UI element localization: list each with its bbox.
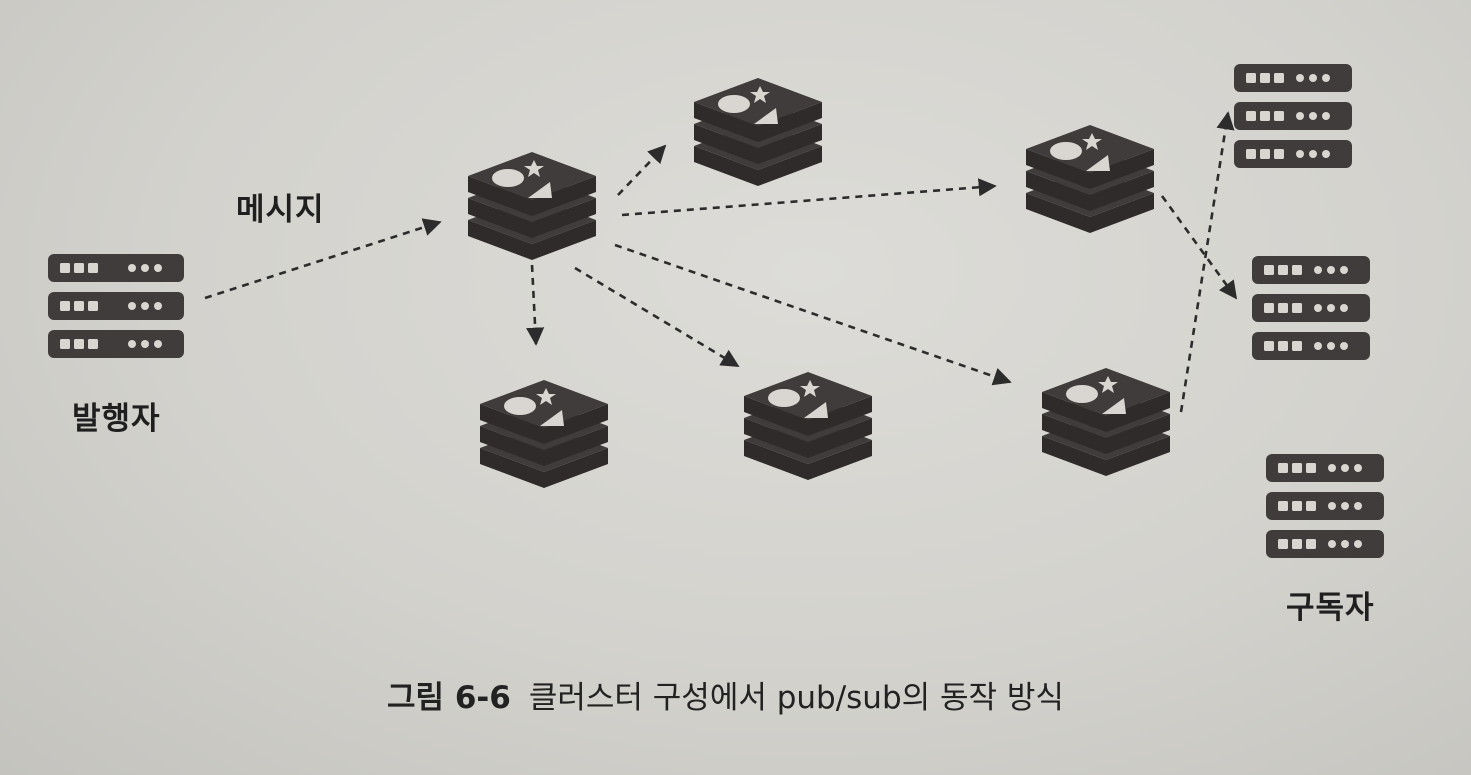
figure-number: 그림 6-6 bbox=[387, 680, 511, 716]
redis-bottom-left-redis-icon bbox=[480, 380, 608, 488]
edges bbox=[204, 111, 1238, 413]
arrow-redis-main-to-redis-top bbox=[617, 144, 667, 196]
arrow-publisher-to-redis-main bbox=[204, 218, 442, 300]
redis-bottom-mid-redis-icon bbox=[744, 372, 872, 480]
message-label: 메시지 bbox=[236, 192, 325, 228]
subscriber-2-server-icon bbox=[1252, 256, 1370, 360]
redis-top-redis-icon bbox=[694, 78, 822, 186]
redis-bottom-right-redis-icon bbox=[1042, 368, 1170, 476]
redis-main-redis-icon bbox=[468, 152, 596, 260]
redis-right-top-redis-icon bbox=[1026, 125, 1154, 233]
publisher-server-icon bbox=[48, 254, 184, 358]
figure-caption: 그림 6-6 클러스터 구성에서 pub/sub의 동작 방식 bbox=[387, 672, 1064, 717]
figure-caption-text: 클러스터 구성에서 pub/sub의 동작 방식 bbox=[528, 680, 1064, 716]
arrow-redis-bottom-right-to-subscriber-1 bbox=[1179, 111, 1235, 413]
nodes bbox=[48, 64, 1384, 558]
arrow-redis-main-to-redis-bottom-right bbox=[614, 243, 1012, 386]
arrow-redis-main-to-redis-bottom-left bbox=[526, 264, 545, 346]
subscriber-1-server-icon bbox=[1234, 64, 1352, 168]
arrow-redis-main-to-redis-right-top bbox=[621, 178, 997, 217]
subscriber-label: 구독자 bbox=[1286, 590, 1375, 626]
arrow-redis-main-to-redis-bottom-mid bbox=[574, 266, 740, 368]
subscriber-3-server-icon bbox=[1266, 454, 1384, 558]
arrow-redis-right-top-to-subscriber-2 bbox=[1160, 195, 1238, 300]
publisher-label: 발행자 bbox=[72, 401, 161, 437]
